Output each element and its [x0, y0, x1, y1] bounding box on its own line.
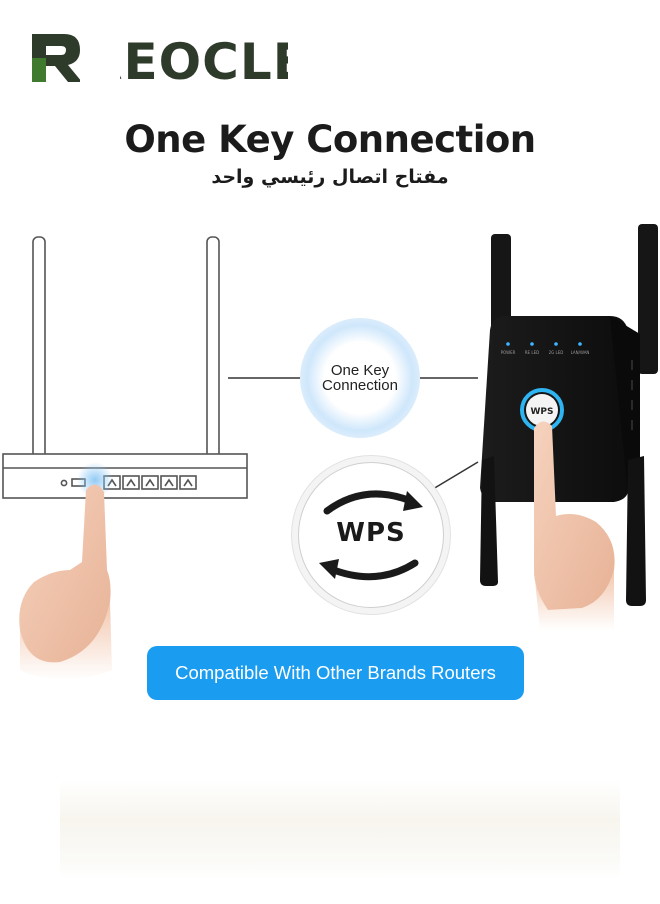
page-title: One Key Connection	[124, 118, 536, 161]
brand-logo-mark: REOCLE	[32, 30, 288, 86]
brand-logo: REOCLE	[28, 28, 288, 86]
extender-illustration: POWER RE LED 2G LED LAN/WAN WPS	[480, 224, 658, 606]
connector-wps-extender	[427, 461, 479, 493]
page-subtitle-arabic: مفتاح اتصال رئيسي واحد	[211, 166, 449, 188]
wps-callout: WPS	[298, 462, 444, 608]
connection-illustration: POWER RE LED 2G LED LAN/WAN WPS	[0, 210, 660, 690]
led-label-lan: LAN/WAN	[571, 350, 590, 355]
extender-finger-press-icon	[534, 421, 615, 630]
led-label-2g: 2G LED	[549, 350, 564, 355]
one-key-connection-text: One Key Connection	[310, 363, 410, 393]
router-wps-glow	[77, 462, 113, 498]
floor-reflection	[60, 780, 620, 880]
router-illustration	[2, 236, 248, 499]
compatibility-text: Compatible With Other Brands Routers	[175, 662, 496, 683]
status-leds	[506, 342, 582, 346]
bubble-line-2: Connection	[322, 377, 398, 394]
compatibility-banner: Compatible With Other Brands Routers	[147, 646, 524, 700]
wps-arrows-icon	[319, 490, 423, 581]
finger-press-icon	[19, 484, 112, 680]
extender-wps-label: WPS	[530, 407, 553, 417]
led-label-power: POWER	[501, 350, 516, 355]
led-label-re: RE LED	[525, 350, 539, 355]
bubble-line-1: One Key	[330, 362, 390, 379]
one-key-connection-bubble: One Key Connection	[300, 318, 420, 438]
scene-svg: POWER RE LED 2G LED LAN/WAN WPS	[2, 224, 658, 680]
wps-label: WPS	[336, 518, 406, 548]
